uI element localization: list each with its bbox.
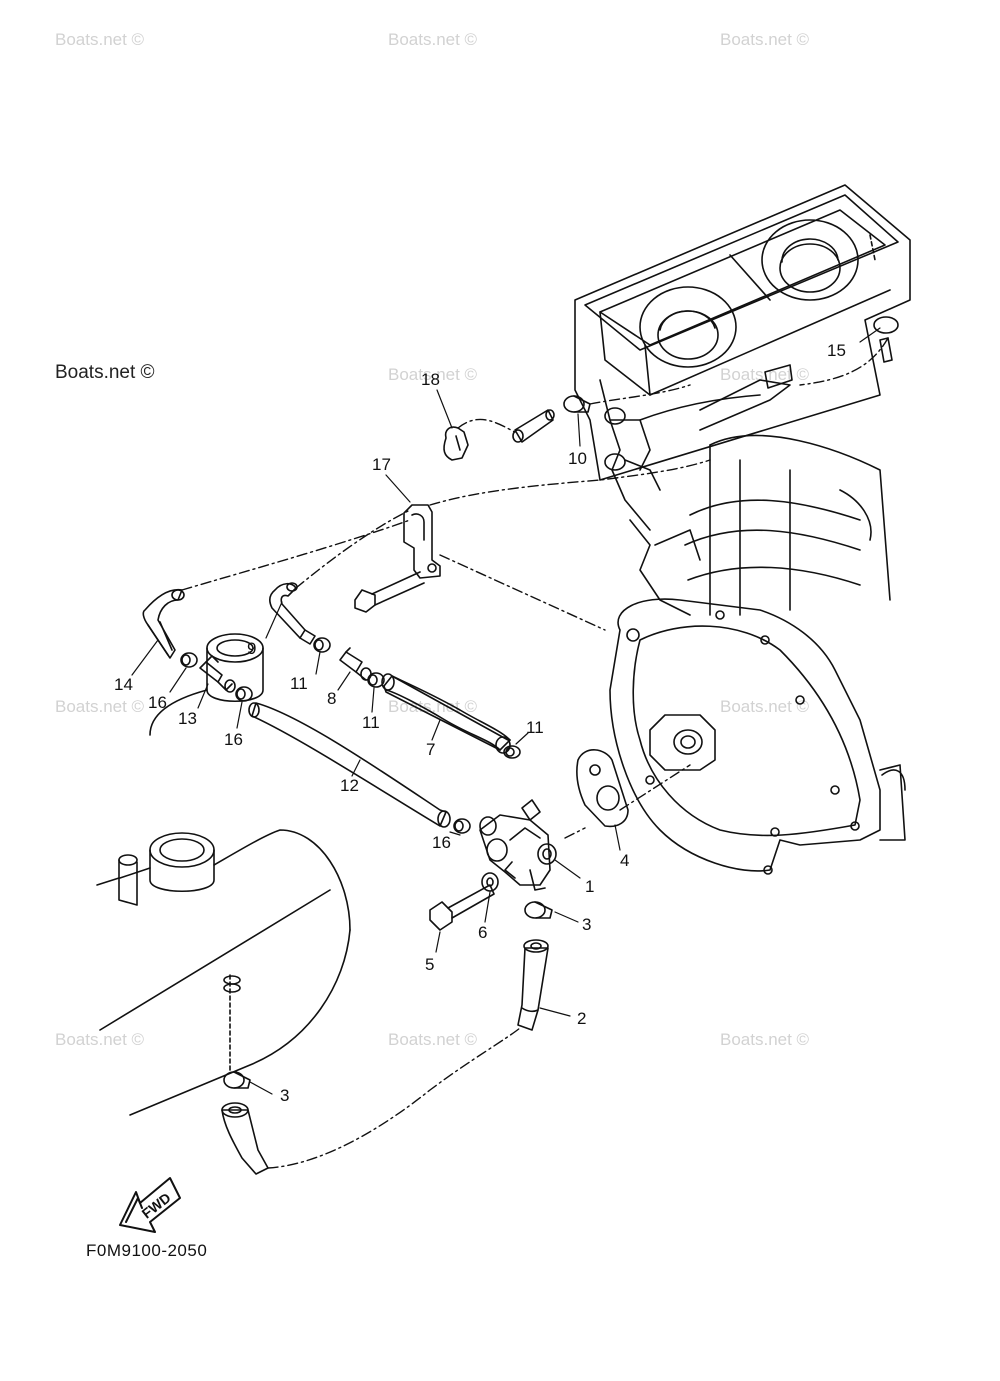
clip-16-left [180,652,198,668]
callout-5: 5 [425,955,434,974]
watermark: Boats.net © [720,365,810,384]
watermark: Boats.net © [55,1030,145,1049]
callout-numbers: 1 2 3 3 4 5 6 7 8 9 10 11 11 11 12 13 14… [114,341,846,1105]
filter-13 [199,655,236,693]
clip-16-right [453,818,471,834]
hose-12 [248,702,451,828]
engine-cylinder-block [629,434,891,616]
watermark: Boats.net © [388,30,478,49]
oil-pump-1 [479,799,557,891]
bracket-17 [354,504,441,613]
hose-7 [381,673,511,754]
callout-7: 7 [426,740,435,759]
watermark: Boats.net © [388,365,478,384]
callout-16-a: 16 [148,693,167,712]
reference-lines [181,337,889,1169]
watermark-dark: Boats.net © [55,362,155,383]
engine-crankcase-cover [609,598,906,875]
callout-8: 8 [327,689,336,708]
callout-3-lower: 3 [280,1086,289,1105]
engine-cylinder-head [574,184,911,531]
gasket-4 [576,749,629,828]
callout-17: 17 [372,455,391,474]
callout-11-a: 11 [290,674,308,693]
hose-14 [142,588,185,659]
clip-18 [443,426,469,461]
callout-16-c: 16 [432,833,451,852]
watermark: Boats.net © [55,697,145,716]
callout-16-b: 16 [224,730,243,749]
hose-bottom [221,1102,269,1175]
hose-2 [517,939,549,1031]
callout-2: 2 [577,1009,586,1028]
watermark: Boats.net © [720,1030,810,1049]
clamp-3-lower [223,1071,251,1089]
callout-3-upper: 3 [582,915,591,934]
callout-4: 4 [620,851,629,870]
callout-14: 14 [114,675,133,694]
check-valve-8 [339,647,372,681]
fwd-arrow [119,1177,181,1233]
callout-leaders [131,327,881,1095]
callout-10: 10 [568,449,587,468]
oil-tank [96,633,351,1116]
bolt-5 [429,884,495,931]
clip-11-a [313,637,331,653]
clip-11-b [367,672,385,688]
callout-15: 15 [827,341,846,360]
callout-11-b: 11 [362,713,380,732]
watermark: Boats.net © [55,30,145,49]
clip-11-c [503,745,521,759]
callout-6: 6 [478,923,487,942]
clamp-15 [873,316,899,363]
clip-16-mid [235,686,253,702]
diagram-code: F0M9100-2050 [86,1241,208,1260]
callout-12: 12 [340,776,359,795]
clamp-3-upper [524,901,553,919]
hose-10 [512,409,555,443]
callout-11-c: 11 [526,718,544,737]
callout-9: 9 [247,639,256,658]
watermark: Boats.net © [720,697,810,716]
watermark: Boats.net © [720,30,810,49]
callout-1: 1 [585,877,594,896]
callout-18: 18 [421,370,440,389]
clamp-10 [563,395,591,413]
callout-13: 13 [178,709,197,728]
watermark: Boats.net © [388,1030,478,1049]
